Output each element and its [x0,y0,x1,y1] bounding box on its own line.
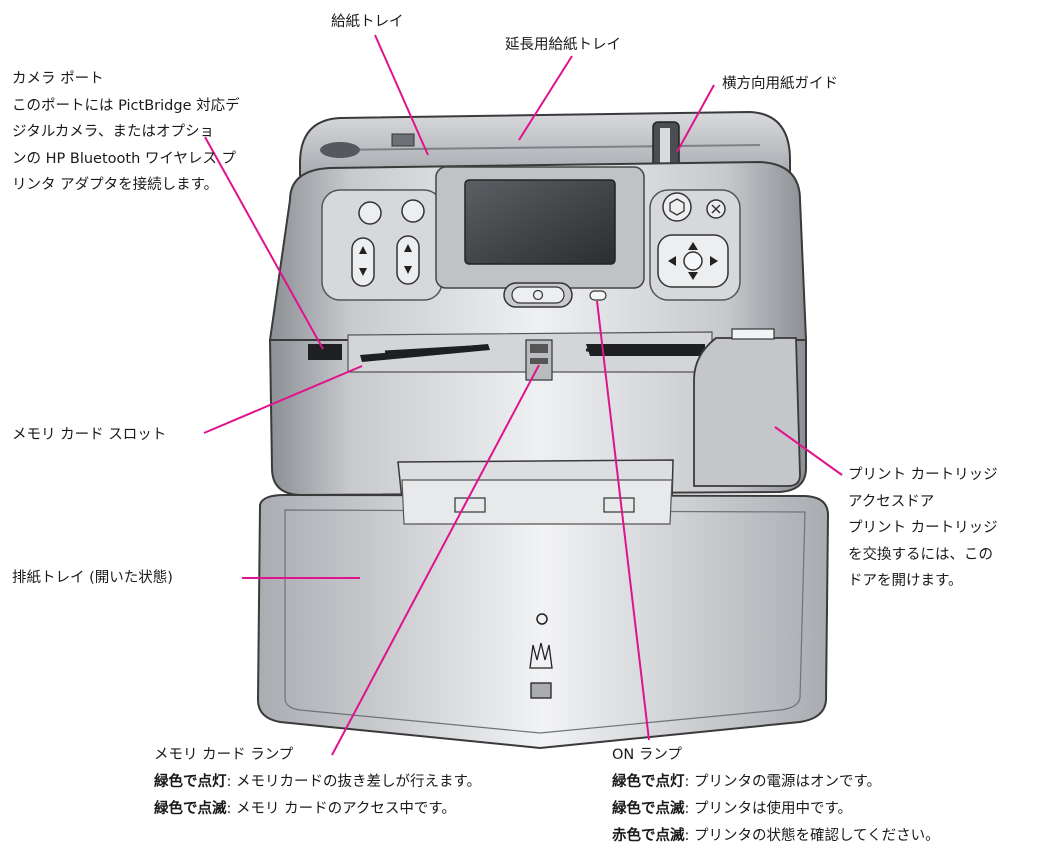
camera-port-line-4: リンタ アダプタを接続します。 [12,177,219,193]
leader-lines [203,34,843,756]
card-lamp-item-1-desc: : メモリカードの抜き差しが行えます。 [226,774,482,790]
camera-port-line-2: ジタルカメラ、またはオプショ [12,124,214,140]
label-card-lamp: メモリ カード ランプ 緑色で点灯: メモリカードの抜き差しが行えます。 緑色で… [154,742,481,823]
printer-front [268,328,807,501]
label-paper-guide: 横方向用紙ガイド [722,76,838,92]
cartridge-door-title-1: プリント カートリッジ [848,467,998,483]
leader-paper-guide [676,84,715,153]
card-lamp-item-2-state: 緑色で点滅 [154,801,227,817]
camera-port-line-1: このポートには PictBridge 対応デ [12,97,240,114]
on-lamp-item-3-desc: : プリンタの状態を確認してください。 [684,828,940,844]
cartridge-door-title-2: アクセスドア [848,493,935,510]
leader-card-slot [203,365,363,434]
cartridge-door-line-3: ドアを開けます。 [848,573,963,589]
camera-port-title: カメラ ポート [12,71,104,87]
leader-cartridge-door [774,426,843,476]
on-lamp-item-2-desc: : プリンタは使用中です。 [684,801,853,817]
label-extension-tray: 延長用給紙トレイ [505,37,621,53]
label-camera-port: カメラ ポート このポートには PictBridge 対応デ ジタルカメラ、また… [12,66,240,199]
on-lamp-item-1-desc: : プリンタの電源はオンです。 [684,774,882,790]
card-lamp-title: メモリ カード ランプ [154,747,294,763]
on-lamp-item-2: 緑色で点滅: プリンタは使用中です。 [612,796,940,823]
label-card-slot: メモリ カード スロット [12,427,167,443]
leader-camera-port [204,136,324,350]
on-lamp-item-1: 緑色で点灯: プリンタの電源はオンです。 [612,769,940,796]
leader-card-lamp [331,364,540,756]
printer-upper-body [268,160,808,341]
leader-on-lamp [596,300,650,741]
card-lamp-item-2-desc: : メモリ カードのアクセス中です。 [226,801,456,817]
cartridge-door-line-2: を交換するには、この [848,546,993,563]
label-on-lamp: ON ランプ 緑色で点灯: プリンタの電源はオンです。 緑色で点滅: プリンタは… [612,742,940,850]
leader-extension-tray [518,55,573,141]
on-lamp-item-2-state: 緑色で点滅 [612,801,685,817]
label-cartridge-door: プリント カートリッジ アクセスドア プリント カートリッジ を交換するには、こ… [848,462,998,595]
card-lamp-item-1-state: 緑色で点灯 [154,774,227,790]
on-lamp-item-3-state: 赤色で点滅 [612,828,685,844]
on-lamp-item-1-state: 緑色で点灯 [612,774,685,790]
on-lamp-title: ON ランプ [612,747,682,763]
label-paper-tray: 給紙トレイ [331,14,404,30]
on-lamp-item-3: 赤色で点滅: プリンタの状態を確認してください。 [612,823,940,850]
output-tray [256,479,830,750]
cartridge-door-line-1: プリント カートリッジ [848,520,998,536]
card-lamp-item-1: 緑色で点灯: メモリカードの抜き差しが行えます。 [154,769,481,796]
card-lamp-item-2: 緑色で点滅: メモリ カードのアクセス中です。 [154,796,481,823]
leader-paper-tray [374,34,429,156]
label-output-tray: 排紙トレイ (開いた状態) [12,570,173,586]
camera-port-line-3: ンの HP Bluetooth ワイヤレス プ [12,150,237,167]
